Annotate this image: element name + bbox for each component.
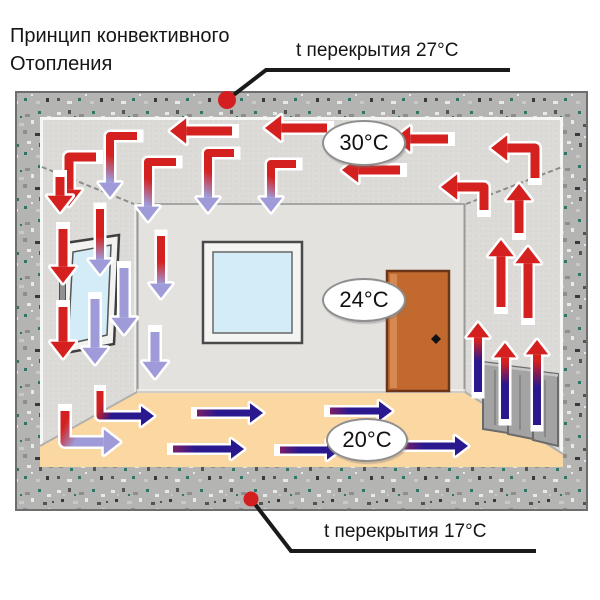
diagram-title: Принцип конвективного Отопления [10, 22, 229, 78]
flow-arrow-red [47, 222, 79, 286]
floor-temp-callout: t перекрытия 17°C [324, 521, 487, 542]
ceiling-marker-dot [218, 91, 236, 109]
diagram-title-line1: Принцип конвективного [10, 25, 230, 47]
flow-arrow-red_purple [86, 202, 114, 277]
flow-arrow-navy [397, 433, 471, 459]
flow-arrow-red_purple [96, 129, 144, 200]
flow-arrow-red [438, 171, 491, 217]
back-window [201, 240, 304, 345]
flow-arrow-navy [324, 398, 395, 424]
flow-arrow-red [512, 244, 544, 325]
flow-arrow-navy [191, 400, 266, 426]
callout-top-line [225, 68, 510, 102]
temp-label-floor: 20°C [326, 418, 408, 462]
door-knob [431, 334, 441, 344]
flow-arrow-light_purple [108, 261, 140, 337]
convection-arrows [44, 112, 551, 463]
flow-arrow-red [488, 132, 542, 185]
flow-arrow-red [485, 237, 517, 314]
temp-label-ceiling: 30°C [322, 120, 406, 166]
callouts-graphics [218, 68, 536, 553]
back-window-glass [212, 251, 293, 334]
temp-label-middle: 24°C [322, 278, 406, 322]
callout-bottom-line [249, 497, 536, 553]
flow-arrow-light_purple [79, 292, 111, 367]
diagram-title-line2: Отопления [10, 53, 113, 75]
flow-arrow-red_purple [147, 229, 175, 301]
flow-arrow-light_purple [139, 325, 171, 381]
flow-arrow-red_purple [257, 157, 303, 215]
flow-arrow-navy [167, 436, 247, 462]
flow-arrow-riser [464, 320, 492, 399]
flow-arrow-red [262, 112, 334, 144]
flow-arrow-red [167, 115, 239, 147]
flow-arrow-red [503, 181, 535, 240]
floor-marker-dot [243, 491, 259, 507]
ceiling-temp-callout: t перекрытия 27°C [296, 40, 459, 61]
flow-arrow-red_purple [194, 146, 241, 215]
flow-arrow-red_lightpurple [58, 404, 123, 458]
flow-arrow-red [44, 170, 76, 215]
flow-arrow-riser [491, 340, 519, 426]
floor-left-edge [39, 391, 138, 447]
door-edge-highlight [390, 274, 397, 388]
flow-arrow-riser [523, 337, 551, 432]
radiator-top-highlight [507, 366, 534, 372]
flow-arrow-red_navy [94, 385, 157, 429]
flow-arrow-red [47, 300, 79, 361]
flow-arrow-red_purple [134, 155, 183, 224]
